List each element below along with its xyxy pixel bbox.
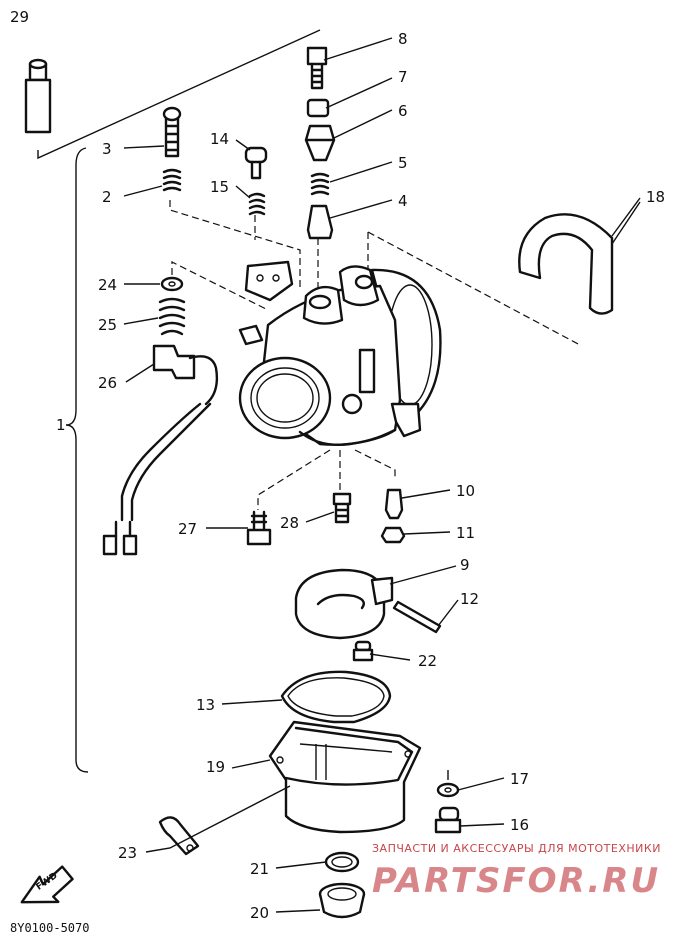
callout-14: 14 [210, 130, 229, 148]
part-9-float [294, 568, 394, 640]
part-27-jet [246, 510, 272, 546]
callout-15: 15 [210, 178, 229, 196]
part-19-float-bowl [268, 720, 422, 834]
part-17-washer [436, 782, 460, 798]
callout-1: 1 [56, 416, 66, 434]
watermark-tagline: ЗАПЧАСТИ И АКСЕССУАРЫ ДЛЯ МОТОТЕХНИКИ [372, 842, 661, 855]
callout-22: 22 [418, 652, 437, 670]
part-25-spring [158, 297, 186, 336]
part-2-spring [162, 168, 182, 192]
guide-line-29 [37, 29, 321, 160]
callout-12: 12 [460, 590, 479, 608]
callout-labels: 29 8 7 6 3 14 2 15 5 4 18 24 25 26 1 10 … [10, 8, 665, 922]
part-5-spring [310, 172, 330, 196]
callout-28: 28 [280, 514, 299, 532]
part-24-washer [160, 276, 184, 292]
callout-25: 25 [98, 316, 117, 334]
part-29-cap [24, 58, 52, 134]
callout-23: 23 [118, 844, 137, 862]
assembly-bracket [65, 147, 89, 773]
part-16-drain-screw [434, 806, 462, 834]
part-15-spring [248, 192, 266, 216]
callout-11: 11 [456, 524, 475, 542]
callout-29: 29 [10, 8, 29, 26]
watermark-brand: PARTSFOR.RU [372, 861, 660, 901]
callout-26: 26 [98, 374, 117, 392]
callout-17: 17 [510, 770, 529, 788]
callout-10: 10 [456, 482, 475, 500]
part-14-screw [244, 146, 268, 180]
callout-21: 21 [250, 860, 269, 878]
part-26-wire-assembly [102, 344, 219, 556]
callout-24: 24 [98, 276, 117, 294]
callout-20: 20 [250, 904, 269, 922]
callout-5: 5 [398, 154, 408, 172]
callout-2: 2 [102, 188, 112, 206]
part-6-needle-seat [304, 124, 336, 162]
leader-lines [123, 37, 641, 913]
callout-19: 19 [206, 758, 225, 776]
part-4-slide [306, 204, 334, 240]
callout-27: 27 [178, 520, 197, 538]
part-28-jet [332, 492, 352, 524]
part-23-clamp [158, 816, 200, 856]
fwd-arrow-icon [20, 865, 74, 904]
part-10-needle-jet [384, 488, 404, 520]
part-13-gasket [280, 670, 392, 724]
callout-16: 16 [510, 816, 529, 834]
part-18-hose [518, 213, 614, 315]
part-21-o-ring [324, 851, 360, 873]
part-11-washer [380, 526, 406, 544]
part-8-screw [306, 46, 328, 90]
part-22-screw [352, 640, 374, 662]
callout-13: 13 [196, 696, 215, 714]
part-3-screw [162, 106, 182, 158]
drawing-code: 8Y0100-5070 [10, 921, 89, 935]
part-12-pin [392, 600, 442, 634]
callout-6: 6 [398, 102, 408, 120]
callout-7: 7 [398, 68, 408, 86]
callout-8: 8 [398, 30, 408, 48]
callout-9: 9 [460, 556, 470, 574]
callout-3: 3 [102, 140, 112, 158]
callout-4: 4 [398, 192, 408, 210]
carburetor-body [238, 260, 442, 446]
callout-18: 18 [646, 188, 665, 206]
part-20-plug [318, 882, 366, 919]
part-7-nut [306, 98, 330, 118]
